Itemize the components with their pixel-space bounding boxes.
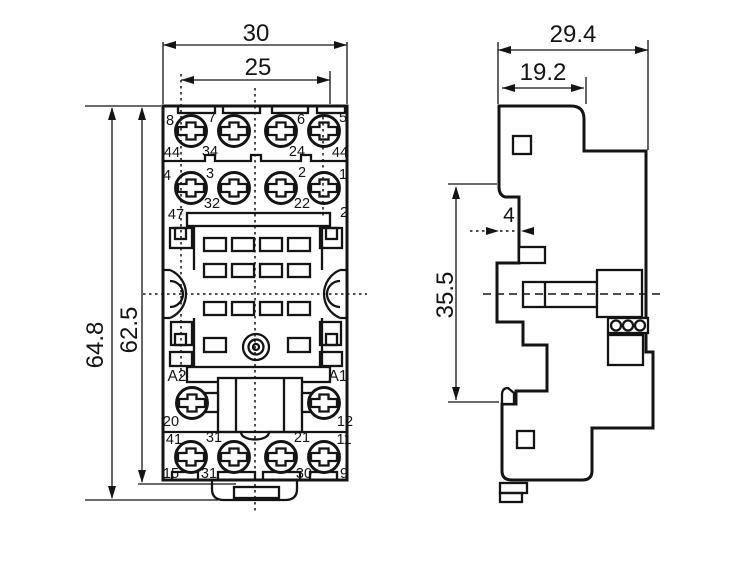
dim-side-height: 35.5: [432, 272, 459, 319]
dim-front-width-outer: 30: [243, 20, 270, 47]
screw-number: 2: [298, 165, 306, 181]
terminal-number: 21: [294, 430, 310, 446]
terminal-holes: [609, 319, 647, 332]
side-foot: [498, 481, 529, 504]
terminal-number: 32: [204, 196, 220, 212]
lower-block: [606, 333, 645, 367]
screw-number: 30: [296, 466, 312, 482]
coil-terminal-label: A1: [329, 368, 348, 385]
screw-number: 15: [163, 466, 179, 482]
dimension-lines: [85, 40, 649, 501]
annotations: 30 25 64.8 62.5 29.4 19.2 35.5 4 8 7 6 5…: [82, 20, 596, 482]
screw-number: 4: [163, 168, 171, 184]
side-cutouts: [163, 268, 347, 320]
terminal-number: 41: [166, 432, 182, 448]
front-top-notches: [176, 104, 347, 115]
screw-number: 20: [163, 414, 179, 430]
screw-number: 8: [166, 113, 174, 129]
screw-number: 7: [208, 110, 216, 126]
plug-bar: [521, 280, 599, 309]
terminal-number: 2: [340, 205, 348, 221]
terminal-number: 47: [168, 207, 184, 223]
dim-front-height-inner: 62.5: [116, 307, 143, 354]
side-view: [483, 104, 660, 504]
terminal-strip: [185, 211, 332, 228]
din-clip: [210, 480, 299, 502]
din-clip-tab: [232, 485, 281, 500]
screw-number: 9: [340, 466, 348, 482]
terminal-number: 34: [202, 144, 218, 160]
ejector-plate: [216, 376, 304, 434]
dim-front-height-outer: 64.8: [82, 322, 109, 369]
latch-hook: [500, 386, 516, 406]
front-view: [143, 74, 367, 514]
terminal-number: 31: [206, 430, 222, 446]
row-divider: [163, 153, 347, 163]
screw-number: 31: [201, 466, 217, 482]
dim-side-width-inner: 19.2: [520, 59, 567, 86]
neck-detail: [517, 245, 547, 265]
screw-number: 3: [206, 166, 214, 182]
centerlines-front: [143, 74, 367, 514]
terminal-number: 11: [336, 432, 351, 448]
coil-terminal-label: A2: [168, 368, 187, 385]
side-hole-bottom: [515, 429, 536, 450]
screw-number: 12: [337, 414, 353, 430]
terminal-number: 24: [289, 144, 305, 160]
screw-number: 5: [339, 110, 347, 126]
terminal-number: 44: [332, 145, 348, 161]
contact-slots: [202, 236, 312, 354]
screw-number: 1: [339, 167, 347, 183]
inner-walls: [192, 226, 324, 367]
terminal-number: 22: [294, 196, 310, 212]
dim-front-width-inner: 25: [245, 54, 272, 81]
side-body-outline: [495, 104, 655, 482]
terminal-number: 44: [164, 145, 180, 161]
dim-side-rib: 4: [503, 204, 515, 227]
dim-side-width-outer: 29.4: [550, 21, 597, 48]
coil-row-divider: [163, 430, 347, 441]
round-hole-icon: [241, 332, 271, 362]
ejector-plate-lines: [234, 378, 286, 432]
side-hole-top: [511, 134, 533, 156]
screw-number: 6: [297, 112, 305, 128]
